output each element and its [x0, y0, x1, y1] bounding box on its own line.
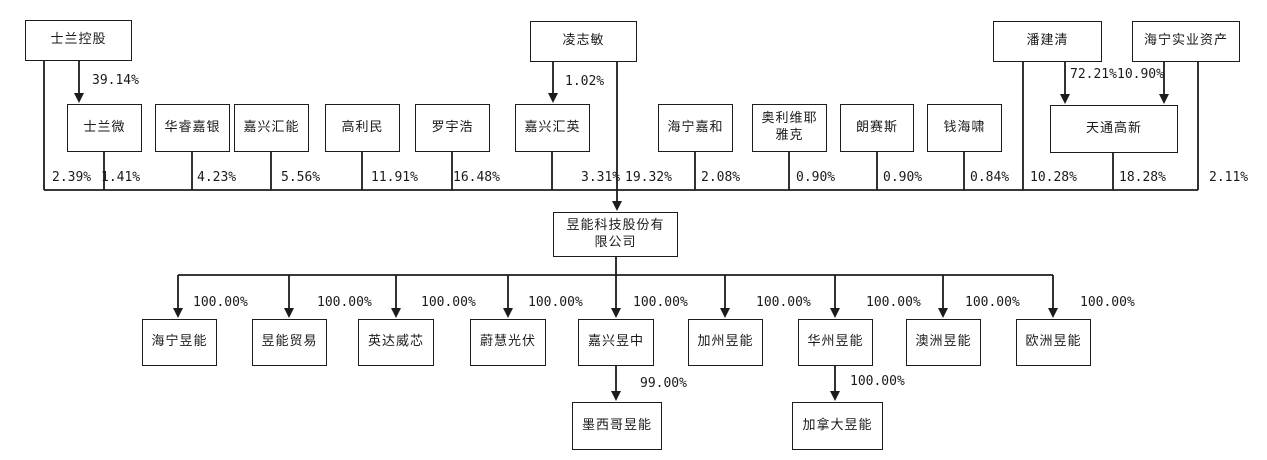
pct-sub-yingda-weixin: 100.00%	[421, 295, 476, 310]
pct-bus-qian-haixiao: 0.84%	[970, 170, 1010, 185]
pct-bus-haining-jiahe: 2.08%	[701, 170, 741, 185]
node-aoliweiye-yake: 奥利维耶雅克	[752, 104, 827, 152]
node-shilan-holding: 士兰控股	[25, 20, 132, 61]
node-ling-zhimin: 凌志敏	[530, 21, 637, 62]
pct-sub-europe-yuneng: 100.00%	[1080, 295, 1135, 310]
pct-ling-to-huiying: 1.02%	[565, 74, 605, 89]
pct-shilan-to-shilanwei: 39.14%	[92, 73, 139, 88]
node-yuneng-trading: 昱能贸易	[252, 319, 327, 366]
node-pan-jianqing: 潘建清	[993, 21, 1102, 62]
arrowheads	[74, 93, 1169, 401]
node-qian-haixiao: 钱海啸	[927, 104, 1002, 152]
pct-bus-tiantong-gaoxin: 18.28%	[1119, 170, 1166, 185]
pct-bus-pan-jianqing: 10.28%	[1030, 170, 1077, 185]
pct-washington-to-canada: 100.00%	[850, 374, 905, 389]
pct-sub-weihui-guangfu: 100.00%	[528, 295, 583, 310]
node-jiaxing-huineng: 嘉兴汇能	[234, 104, 309, 152]
node-california-yuneng: 加州昱能	[688, 319, 763, 366]
pct-bus-gao-limin: 11.91%	[371, 170, 418, 185]
node-canada-yuneng: 加拿大昱能	[792, 402, 883, 450]
node-yingda-weixin: 英达威芯	[358, 319, 434, 366]
node-europe-yuneng: 欧洲昱能	[1016, 319, 1091, 366]
node-haining-jiahe: 海宁嘉和	[658, 104, 733, 152]
pct-sub-yuneng-trading: 100.00%	[317, 295, 372, 310]
pct-bus-shilan-holding: 2.39%	[52, 170, 92, 185]
pct-sub-australia-yuneng: 100.00%	[965, 295, 1020, 310]
pct-sub-haining-yuneng: 100.00%	[193, 295, 248, 310]
pct-sub-jiaxing-yuzhong: 100.00%	[633, 295, 688, 310]
node-lang-saisi: 朗赛斯	[840, 104, 914, 152]
node-washington-yuneng: 华州昱能	[798, 319, 873, 366]
node-weihui-guangfu: 蔚慧光伏	[470, 319, 546, 366]
node-australia-yuneng: 澳洲昱能	[906, 319, 981, 366]
node-haining-yuneng: 海宁昱能	[142, 319, 217, 366]
pct-pan-to-tiantong: 72.21%	[1070, 67, 1117, 82]
node-jiaxing-huiying: 嘉兴汇英	[515, 104, 590, 152]
pct-bus-huarui-jiayin: 4.23%	[197, 170, 237, 185]
pct-bus-shilanwei: 1.41%	[101, 170, 141, 185]
node-gao-limin: 高利民	[325, 104, 400, 152]
pct-bus-ling-zhimin: 19.32%	[625, 170, 672, 185]
pct-bus-jiaxing-huiying: 3.31%	[581, 170, 621, 185]
node-haining-shiye: 海宁实业资产	[1132, 21, 1240, 62]
pct-shiye-to-tiantong: 10.90%	[1117, 67, 1164, 82]
node-company: 昱能科技股份有限公司	[553, 212, 678, 257]
node-jiaxing-yuzhong: 嘉兴昱中	[578, 319, 654, 366]
pct-bus-jiaxing-huineng: 5.56%	[281, 170, 321, 185]
pct-yuzhong-to-mexico: 99.00%	[640, 376, 687, 391]
node-luo-yuhao: 罗宇浩	[415, 104, 490, 152]
pct-bus-luo-yuhao: 16.48%	[453, 170, 500, 185]
node-mexico-yuneng: 墨西哥昱能	[572, 402, 662, 450]
node-huarui-jiayin: 华睿嘉银	[155, 104, 230, 152]
pct-bus-aoliweiye-yake: 0.90%	[796, 170, 836, 185]
node-tiantong-gaoxin: 天通高新	[1050, 105, 1178, 153]
pct-bus-lang-saisi: 0.90%	[883, 170, 923, 185]
pct-sub-california-yuneng: 100.00%	[756, 295, 811, 310]
node-shilanwei: 士兰微	[67, 104, 142, 152]
pct-bus-haining-shiye: 2.11%	[1209, 170, 1249, 185]
pct-sub-washington-yuneng: 100.00%	[866, 295, 921, 310]
